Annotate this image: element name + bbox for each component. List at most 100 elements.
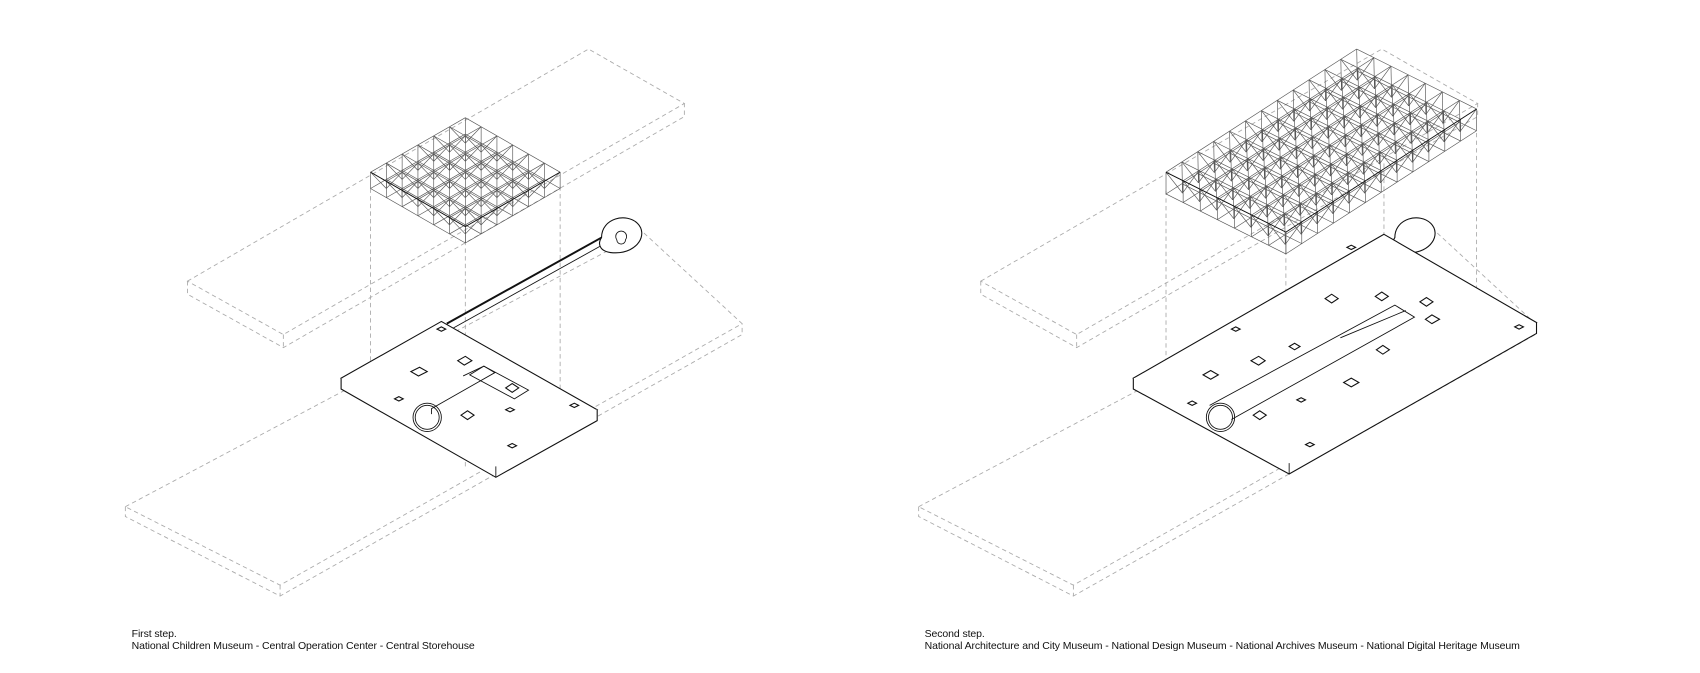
space-frame-member <box>1376 95 1394 117</box>
space-frame-member <box>1268 121 1460 246</box>
space-frame-member <box>1296 146 1298 178</box>
space-frame-member <box>1165 193 1287 255</box>
space-frame-member <box>1327 107 1345 129</box>
space-frame-member <box>1326 107 1328 120</box>
space-frame-member <box>1278 118 1296 141</box>
space-frame-member <box>480 144 498 162</box>
space-frame-member <box>1379 151 1397 173</box>
space-frame-member <box>480 181 498 198</box>
space-frame-member <box>1327 107 1329 139</box>
space-frame-member <box>1245 120 1366 182</box>
space-frame-member <box>1342 86 1360 110</box>
space-frame-member <box>1408 83 1426 107</box>
space-frame-member <box>1428 129 1446 153</box>
space-frame-member <box>1250 196 1252 228</box>
space-frame-member <box>1361 143 1364 156</box>
space-frame-member <box>1442 91 1444 124</box>
space-frame-member <box>1268 223 1286 245</box>
space-frame-member <box>1442 110 1444 124</box>
space-frame-member <box>1181 161 1199 184</box>
space-frame-member <box>1357 57 1375 81</box>
space-frame-member <box>1356 49 1358 81</box>
space-frame-member <box>1279 137 1297 160</box>
space-frame-member <box>1308 101 1430 162</box>
space-frame-member <box>1443 119 1461 143</box>
space-frame-member <box>1332 190 1350 214</box>
space-frame-member <box>1198 170 1216 192</box>
space-frame-member <box>1379 151 1381 183</box>
space-frame-member <box>1310 107 1328 131</box>
space-frame-member <box>1250 195 1268 218</box>
space-frame-member <box>1330 163 1348 185</box>
space-frame-member <box>1213 160 1216 173</box>
space-frame-member <box>1394 122 1396 154</box>
space-frame-member <box>1282 194 1284 207</box>
space-frame-member <box>1356 48 1477 110</box>
space-frame-member <box>1395 130 1413 155</box>
space-frame-member <box>1328 144 1331 158</box>
space-frame-member <box>1280 156 1282 189</box>
space-frame-member <box>1325 88 1327 101</box>
space-frame-member <box>417 181 434 198</box>
space-frame-member <box>1390 66 1392 98</box>
space-frame-member <box>1427 120 1429 153</box>
caption-text: National Children Museum - Central Opera… <box>131 640 475 652</box>
space-frame-member <box>1245 129 1263 153</box>
space-frame-member <box>449 190 466 207</box>
space-frame-member <box>1407 74 1410 106</box>
space-frame-member <box>1299 183 1317 206</box>
space-frame-member <box>1276 100 1295 122</box>
space-frame-member <box>1443 110 1445 142</box>
space-frame-member <box>449 153 466 171</box>
space-frame-member <box>1247 158 1249 190</box>
space-frame-member <box>1341 77 1359 100</box>
space-frame-member <box>1409 93 1427 115</box>
space-frame-member <box>1374 76 1377 108</box>
space-frame-member <box>1316 192 1334 214</box>
space-frame-member <box>1410 131 1413 144</box>
space-frame-member <box>401 190 419 207</box>
space-frame-member <box>1363 161 1365 175</box>
space-frame-member <box>386 162 403 180</box>
space-frame-member <box>1358 86 1376 108</box>
space-frame-member <box>1294 108 1296 141</box>
space-frame-member <box>1279 137 1281 170</box>
space-frame-member <box>496 199 513 216</box>
space-frame-member <box>1231 168 1249 190</box>
space-frame-member <box>512 181 529 198</box>
space-frame-member <box>1298 184 1300 197</box>
space-frame-member <box>1342 96 1345 129</box>
space-frame-member <box>1360 113 1378 137</box>
space-frame-member <box>1245 120 1263 143</box>
space-frame-member <box>1299 203 1301 216</box>
space-frame-member <box>1261 118 1279 143</box>
space-frame-member <box>1315 192 1317 206</box>
space-frame-member <box>1292 90 1295 122</box>
space-frame-member <box>1293 98 1311 122</box>
space-frame-member <box>1266 185 1284 208</box>
space-frame-member <box>1426 102 1428 134</box>
space-frame-member <box>1233 195 1251 219</box>
space-frame-member <box>1363 151 1381 175</box>
space-frame-member <box>1265 175 1283 199</box>
space-frame-member <box>417 162 434 180</box>
space-frame-member <box>1358 86 1360 100</box>
space-frame-member <box>1283 202 1301 226</box>
space-frame-member <box>1331 172 1349 196</box>
space-frame-member <box>1199 178 1217 202</box>
space-frame-member <box>1308 79 1430 141</box>
space-frame-member <box>1182 170 1200 194</box>
space-frame-member <box>1214 160 1232 182</box>
space-frame-member <box>1264 167 1267 199</box>
space-frame-member <box>1314 173 1316 187</box>
space-frame-member <box>1410 112 1428 134</box>
first-step-diagram <box>124 48 743 597</box>
space-frame-member <box>465 144 482 162</box>
space-frame-member <box>1363 161 1381 184</box>
space-frame-member <box>1294 127 1296 141</box>
space-frame-member <box>1265 185 1267 199</box>
space-frame-member <box>1267 213 1285 237</box>
space-frame-member <box>1378 132 1380 165</box>
space-frame-member <box>1251 113 1443 238</box>
space-frame-member <box>1340 59 1358 81</box>
